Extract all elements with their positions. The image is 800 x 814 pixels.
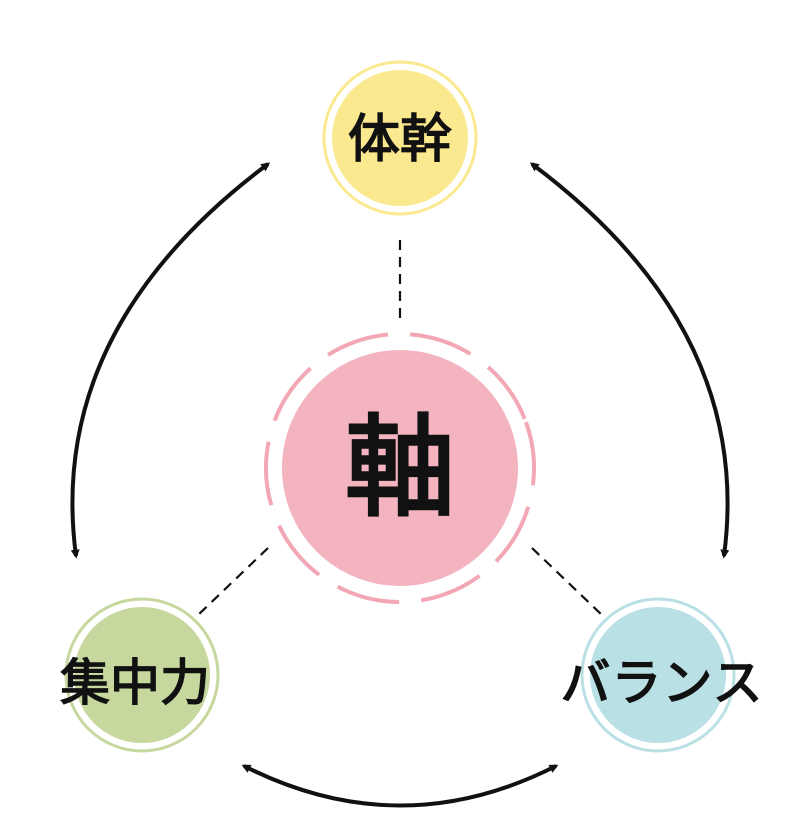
connector-left <box>197 547 269 616</box>
center-label: 軸 <box>345 403 455 532</box>
connector-right <box>531 547 603 616</box>
node-ring-right <box>580 597 736 753</box>
node-circle-top <box>332 70 468 206</box>
node-ring-top <box>322 60 478 216</box>
node-label-left: 集中力 <box>60 653 210 712</box>
node-label-right: バランス <box>560 653 764 712</box>
node-label-top: 体幹 <box>347 109 453 170</box>
center-circle <box>282 350 518 586</box>
arrow-top-left <box>70 162 271 559</box>
node-circle-left <box>74 607 210 743</box>
arrow-bottom <box>241 764 559 808</box>
center-ring <box>264 332 536 604</box>
node-circle-right <box>590 607 726 743</box>
node-ring-left <box>64 597 220 753</box>
arrow-top-right <box>529 162 730 559</box>
